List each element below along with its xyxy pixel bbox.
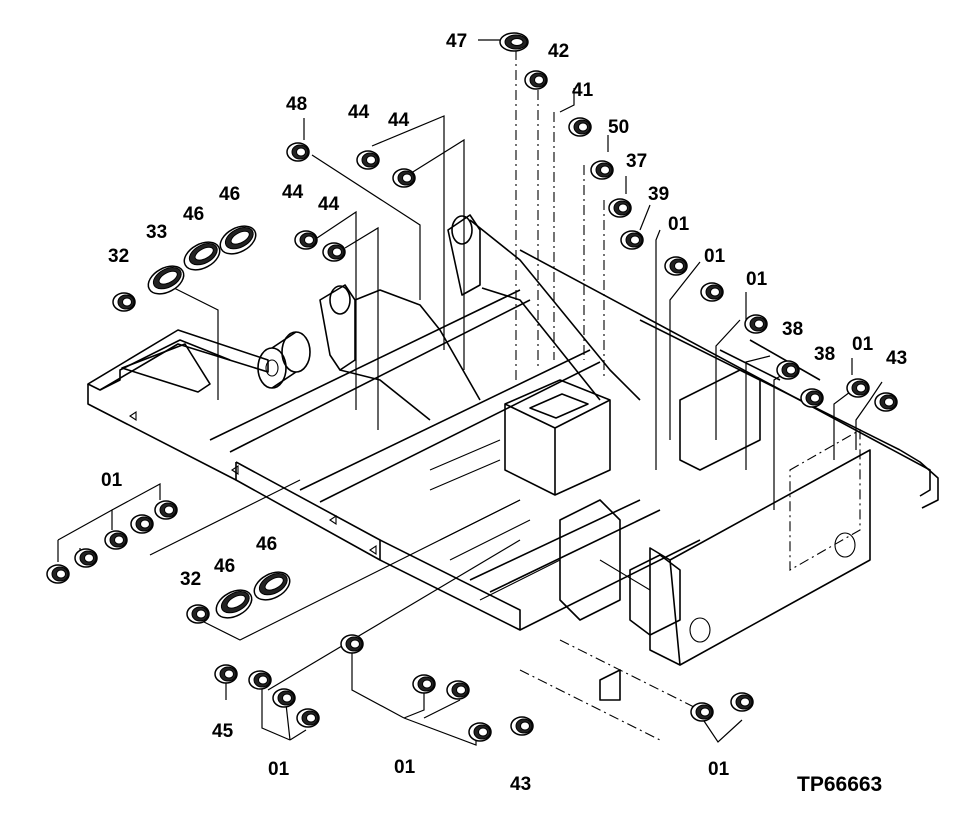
callout-44: 44 [388, 110, 410, 131]
callout-46: 46 [183, 204, 204, 225]
callout-01: 01 [668, 214, 690, 235]
oval-grommet-icon [248, 565, 296, 607]
grommet-icon [412, 674, 436, 694]
leader-lines [57, 39, 883, 746]
callout-43: 43 [886, 348, 907, 369]
oval-grommet-icon [214, 219, 262, 261]
callout-46: 46 [214, 556, 235, 577]
grommet-icon [468, 722, 492, 742]
callout-45: 45 [212, 721, 234, 742]
grommet-icon [776, 360, 800, 380]
callout-46: 46 [256, 534, 277, 555]
grommets [46, 32, 898, 742]
drawing-code: TP66663 [797, 773, 882, 796]
grommet-icon [112, 292, 136, 312]
grommet-icon [590, 160, 614, 180]
grommet-icon [74, 548, 98, 568]
grommet-icon [286, 142, 310, 162]
grommet-icon [46, 564, 70, 584]
grommet-icon [104, 530, 128, 550]
grommet-icon [294, 230, 318, 250]
grommet-icon [296, 708, 320, 728]
callout-33: 33 [146, 222, 167, 243]
callout-50: 50 [608, 117, 629, 138]
grommet-icon [700, 282, 724, 302]
grommet-icon [690, 702, 714, 722]
callout-46: 46 [219, 184, 240, 205]
callout-48: 48 [286, 94, 307, 115]
grommet-icon [272, 688, 296, 708]
oval-grommet-icon [142, 259, 190, 301]
callout-38: 38 [782, 319, 803, 340]
callout-01: 01 [394, 757, 416, 778]
callout-labels: 47 42 41 50 37 39 01 01 01 38 38 01 43 4… [101, 31, 907, 795]
grommet-icon [499, 32, 529, 52]
grommet-icon [568, 117, 592, 137]
grommet-icon [214, 664, 238, 684]
callout-01: 01 [852, 334, 874, 355]
grommet-icon [446, 680, 470, 700]
grommet-icon [130, 514, 154, 534]
callout-37: 37 [626, 151, 647, 172]
callout-01: 01 [704, 246, 726, 267]
grommet-icon [248, 670, 272, 690]
grommet-icon [510, 716, 534, 736]
grommet-icon [186, 604, 210, 624]
callout-01: 01 [101, 470, 123, 491]
callout-32: 32 [180, 569, 201, 590]
grommet-icon [392, 168, 416, 188]
callout-44: 44 [348, 102, 370, 123]
grommet-icon [340, 634, 364, 654]
callout-44: 44 [282, 182, 304, 203]
callout-39: 39 [648, 184, 669, 205]
grommet-icon [730, 692, 754, 712]
grommet-icon [846, 378, 870, 398]
grommet-icon [322, 242, 346, 262]
grommet-icon [800, 388, 824, 408]
oval-grommet-icon [178, 235, 226, 277]
grommet-icon [874, 392, 898, 412]
callout-38: 38 [814, 344, 835, 365]
oval-grommet-icon [210, 583, 258, 625]
grommet-icon [154, 500, 178, 520]
grommet-icon [664, 256, 688, 276]
grommet-icon [524, 70, 548, 90]
callout-42: 42 [548, 41, 569, 62]
callout-01: 01 [746, 269, 768, 290]
callout-44: 44 [318, 194, 340, 215]
grommet-icon [744, 314, 768, 334]
callout-47: 47 [446, 31, 467, 52]
callout-41: 41 [572, 80, 594, 101]
grommet-icon [620, 230, 644, 250]
callout-01: 01 [708, 759, 730, 780]
callout-01: 01 [268, 759, 290, 780]
callout-43: 43 [510, 774, 531, 795]
frame-drawing [87, 214, 939, 701]
grommet-icon [608, 198, 632, 218]
grommet-icon [356, 150, 380, 170]
callout-32: 32 [108, 246, 129, 267]
